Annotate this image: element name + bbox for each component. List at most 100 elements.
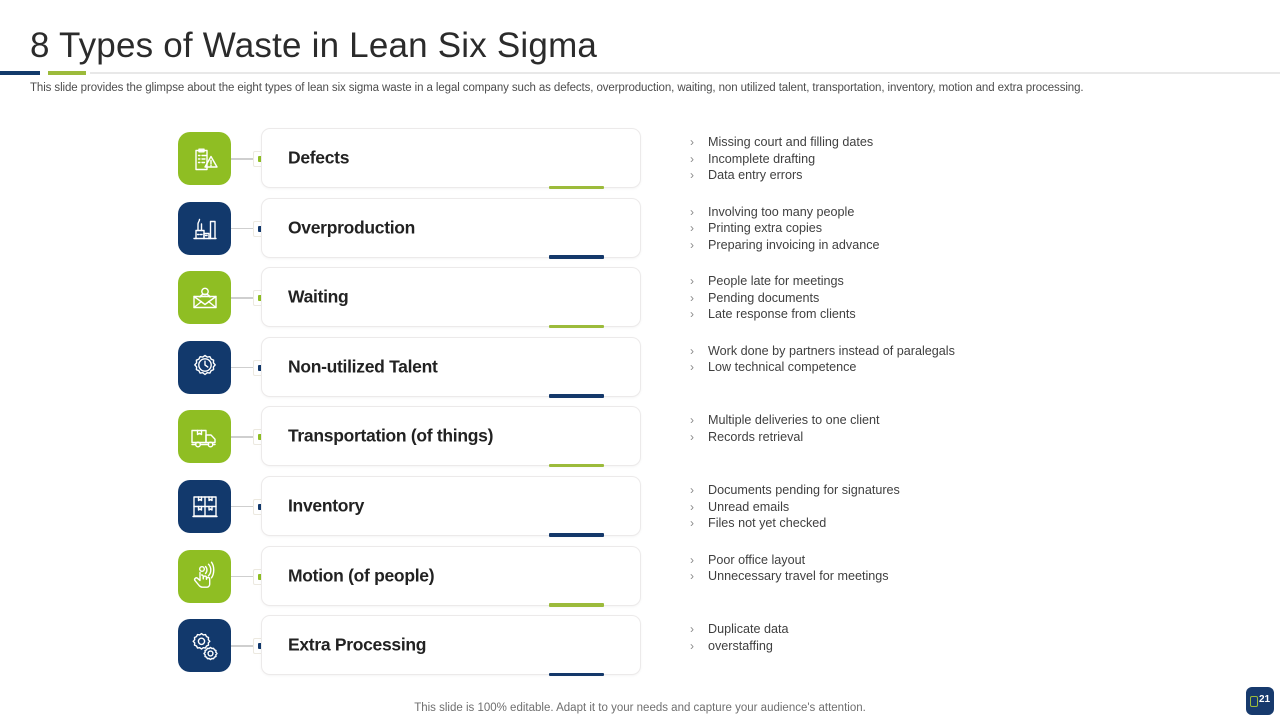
chevron-right-icon: › [690,622,694,637]
waste-row: Inventory › Documents pending for signatur… [0,473,1280,543]
waste-detail-list: › Involving too many people › Printing extr… [690,204,1250,254]
waste-type-card[interactable]: Motion (of people) [261,545,641,607]
chevron-right-icon: › [690,135,694,149]
clipboard-warning-icon [178,132,231,185]
waste-type-card[interactable]: Transportation (of things) [261,406,641,468]
divider-segment-green [48,71,86,75]
waste-type-label: Defects [288,147,350,168]
waste-type-card[interactable]: Non-utilized Talent [261,336,641,398]
chevron-right-icon: › [690,413,694,428]
card-accent-bar [549,463,604,468]
clock-gear-icon [178,340,231,394]
waste-row: Transportation (of things) › Multiple deli… [0,403,1280,473]
list-item-text: Duplicate data [708,622,789,637]
waste-row: Overproduction › Involving too many people… [0,195,1280,265]
waste-row: Extra Processing › Duplicate data › overstaf… [0,612,1280,682]
list-item: ›Work done by partners instead of parale… [690,343,1250,360]
row-connector-line [231,227,262,230]
chevron-right-icon: › [690,638,694,653]
delivery-truck-icon [178,410,231,464]
chevron-right-icon: › [690,429,694,444]
row-connector-line [231,366,262,369]
list-item-text: Documents pending for signatures [708,482,900,497]
list-item-text: Involving too many people [708,204,855,219]
list-item: ›Records retrieval [690,429,1250,446]
chevron-right-icon: › [690,499,694,514]
waste-type-card[interactable]: Waiting [261,267,641,329]
row-connector-line [231,297,262,299]
hand-motion-waves-icon [178,549,231,603]
list-item: ›Missing court and filling dates [690,134,1250,151]
waste-row: Waiting › People late for meetings › Pending… [0,264,1280,334]
waste-type-card[interactable]: Inventory [261,475,641,537]
list-item: ›Low technical competence [690,359,1250,376]
list-item: ›Unnecessary travel for meetings [690,568,1250,585]
chevron-right-icon: › [690,552,694,567]
chevron-right-icon: › [690,343,694,358]
waste-type-list: Defects›Missing court and filling dates›… [0,125,1280,682]
title-divider [0,71,1280,75]
list-item-text: People late for meetings [708,274,844,289]
row-connector-line [231,158,262,160]
card-accent-bar [549,394,604,398]
waste-type-label: Waiting [288,286,349,307]
warehouse-boxes-icon [178,479,231,533]
factory-icon [178,201,231,255]
waste-type-card[interactable]: Overproduction [261,197,641,259]
chevron-right-icon: › [690,204,694,219]
waste-type-card[interactable]: Defects [261,128,641,189]
waste-type-label: Overproduction [288,217,416,238]
page-subtitle: This slide provides the glimpse about th… [30,82,1084,94]
waste-type-card[interactable]: Extra Processing [261,615,641,677]
waste-row: Non-utilized Talent ›Work done by partner… [0,334,1280,404]
list-item: › Unread emails [690,499,1250,516]
waste-type-label: Motion (of people) [288,565,435,586]
waste-detail-list: ›Missing court and filling dates›Incompl… [690,134,1250,184]
waste-detail-list: ›Work done by partners instead of parale… [690,343,1250,376]
list-item: ›Incomplete drafting [690,151,1250,168]
chevron-right-icon: › [690,274,694,289]
chevron-right-icon: › [690,237,694,252]
page-title: 8 Types of Waste in Lean Six Sigma [30,26,598,65]
row-connector-line [231,436,262,438]
row-connector-line [231,505,262,508]
chevron-right-icon: › [690,290,694,305]
waste-detail-list: › Duplicate data › overstaffing [690,621,1250,654]
row-connector-line [231,575,262,578]
waste-type-label: Transportation (of things) [288,425,494,446]
list-item-text: overstaffing [708,638,773,653]
list-item: › overstaffing [690,638,1250,655]
card-accent-bar [549,324,604,329]
chevron-right-icon: › [690,221,694,236]
row-connector-line [231,645,262,647]
list-item: ›Late response from clients [690,306,1250,323]
list-item-text: Poor office layout [708,552,806,567]
list-item-text: Late response from clients [708,307,856,322]
slide-icon [1249,695,1258,707]
list-item: › Poor office layout [690,552,1250,569]
card-accent-bar [549,672,604,677]
list-item-text: Unread emails [708,499,790,514]
chevron-right-icon: › [690,482,694,497]
waste-type-label: Non-utilized Talent [288,356,438,377]
list-item: › Printing extra copies [690,220,1250,237]
footer-note: This slide is 100% editable. Adapt it to… [414,702,866,714]
list-item-text: Pending documents [708,290,820,305]
waste-row: Defects ›Missing court and filling dates›… [0,125,1280,195]
list-item: › Multiple deliveries to one client [690,412,1250,429]
list-item: › Documents pending for signatures [690,482,1250,499]
waste-type-label: Extra Processing [288,634,427,655]
waste-detail-list: › Documents pending for signatures › Unread… [690,482,1250,532]
list-item-text: Printing extra copies [708,221,823,236]
page-number: 21 [1258,693,1271,705]
chevron-right-icon: › [690,569,694,584]
list-item-text: Multiple deliveries to one client [708,413,880,428]
page-number-badge: 21 [1246,687,1274,715]
divider-segment-gray [90,72,1280,74]
list-item: › Involving too many people [690,204,1250,221]
chevron-right-icon: › [690,360,694,375]
list-item-text: Incomplete drafting [708,151,816,166]
list-item: › People late for meetings [690,273,1250,290]
list-item: ›Files not yet checked [690,515,1250,532]
